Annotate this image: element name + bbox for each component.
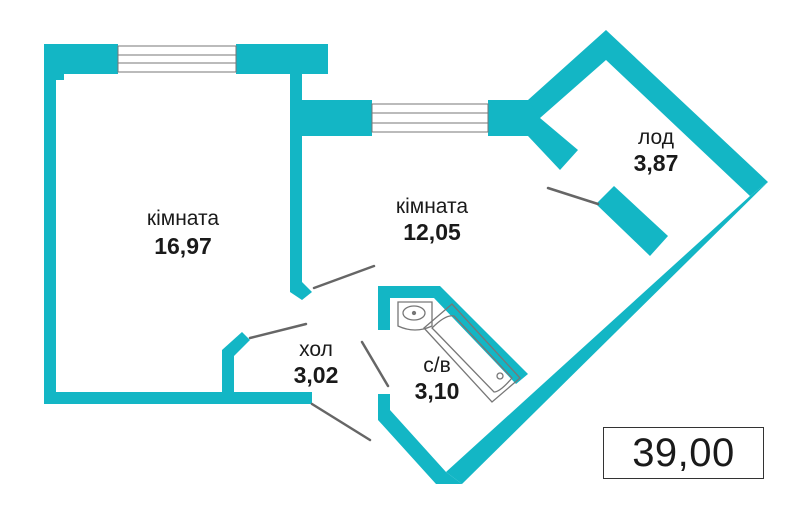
windows (117, 45, 489, 133)
walls (44, 30, 768, 484)
door-line-loggia (546, 186, 600, 206)
wall-partition-vertical (290, 44, 302, 282)
bathroom-fixtures (397, 301, 521, 403)
bathtub-icon (423, 303, 521, 403)
window-left (117, 45, 237, 73)
wall-loggia-lower (528, 118, 578, 170)
wall-top-right-b (488, 100, 540, 136)
wall-left-thick (44, 66, 64, 80)
door-stub-2 (222, 332, 250, 392)
room-2-area: 12,05 (403, 219, 461, 245)
room-1-area: 16,97 (154, 233, 212, 259)
wall-left (44, 44, 56, 404)
wall-diagonal-outer (446, 182, 768, 484)
hall-name: хол (299, 338, 333, 361)
sink-icon (397, 301, 433, 331)
window-right (371, 103, 489, 133)
total-area: 39,00 (632, 430, 735, 475)
door-stub-1 (290, 282, 312, 300)
hall-area: 3,02 (293, 362, 339, 388)
door-lines (248, 186, 600, 442)
room-2-name: кімната (395, 195, 469, 218)
door-line-hall (248, 322, 308, 340)
bathroom-name: с/в (423, 354, 451, 377)
total-area-box: 39,00 (603, 427, 764, 479)
bathroom-area: 3,10 (414, 378, 460, 404)
loggia-name: лод (638, 126, 674, 149)
wall-upper-bridge (290, 100, 372, 136)
door-line-entrance (310, 402, 372, 442)
wall-loggia-partition (596, 186, 668, 256)
wall-hall-bottom (222, 392, 312, 404)
wall-top-left-b (236, 44, 328, 74)
wall-bottom-left (44, 392, 232, 404)
wall-bath-bottom (378, 394, 462, 484)
door-line-bath (360, 340, 390, 388)
door-line-room1 (312, 264, 376, 290)
wall-loggia-outer (528, 30, 768, 196)
room-1-name: кімната (146, 207, 220, 230)
loggia-area: 3,87 (633, 150, 679, 176)
